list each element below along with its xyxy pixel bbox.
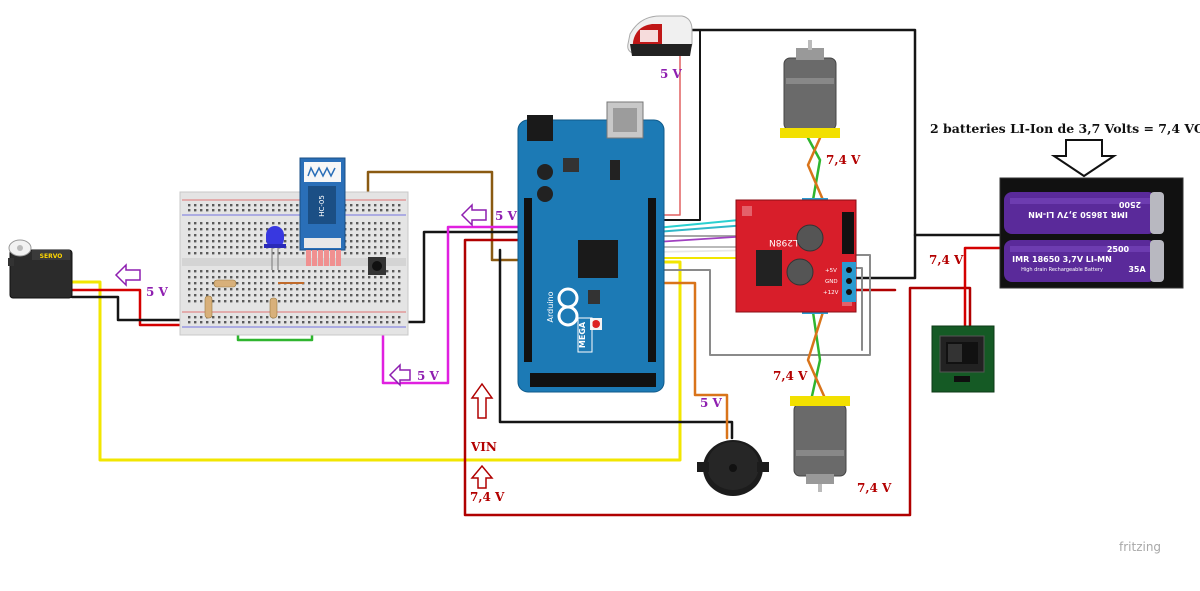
driver-pin-5v: +5V — [825, 268, 837, 274]
bluetooth-pins — [304, 238, 341, 266]
label-7v4-bottom-left: 7,4 V — [470, 490, 505, 504]
battery-pack: IMR 18650 3,7V LI-MN 2500 2500 IMR 18650… — [999, 177, 1184, 289]
led-blue — [264, 226, 286, 270]
buzzer — [697, 440, 769, 496]
label-7v4-bottom-right: 7,4 V — [857, 481, 892, 495]
arrow-left-servo — [114, 263, 141, 287]
resistor-1 — [213, 279, 237, 288]
wire-green-motor-bottom — [810, 310, 822, 398]
wire-orange-motor-bottom — [806, 310, 826, 398]
arduino-mega: Arduino MEGA — [517, 101, 665, 393]
wire-magenta-5v — [381, 225, 532, 385]
wire-black-buzzer — [498, 248, 734, 440]
battery-bottom-mah: 2500 — [1107, 245, 1130, 254]
resistor-2 — [204, 295, 213, 319]
driver-pin-12v: +12V — [823, 290, 839, 296]
driver-pin-gnd: GND — [825, 279, 838, 285]
label-5v-buzzer: 5 V — [700, 396, 722, 410]
label-5v-light: 5 V — [660, 67, 682, 81]
arrow-down-battery — [1050, 139, 1118, 178]
wire-orange-motor-top — [806, 136, 825, 202]
wire-darkred-vin — [463, 238, 972, 517]
battery-top-mah: 2500 — [1118, 200, 1141, 209]
front-light — [627, 15, 693, 56]
driver-label: L298N — [769, 237, 798, 247]
arrow-left-pink — [388, 363, 411, 387]
arrow-left-bt — [460, 203, 487, 227]
arrow-up-vin — [470, 382, 494, 419]
servo-label: SERVO — [40, 253, 63, 260]
fritzing-watermark: fritzing — [1119, 540, 1162, 554]
wire-orange-buzzer — [654, 281, 729, 440]
rocker-switch — [931, 325, 995, 393]
breadboard — [179, 191, 409, 336]
battery-bottom-amp: 35A — [1128, 265, 1146, 274]
wire-red-battery — [963, 246, 1002, 332]
arrow-up-vin-lower — [470, 464, 494, 489]
label-7v4-motor-top: 7,4 V — [826, 153, 861, 167]
battery-caption: 2 batteries LI-Ion de 3,7 Volts = 7,4 VO… — [930, 121, 1200, 136]
label-5v-servo: 5 V — [146, 285, 168, 299]
wire-red-servo-5v — [70, 288, 187, 327]
wire-black-servo-gnd — [70, 295, 187, 322]
battery-bottom-sub: High drain Rechargeable Battery — [1021, 267, 1103, 273]
resistor-3 — [269, 297, 278, 319]
label-7v4-battery: 7,4 V — [929, 253, 964, 267]
motor-top — [780, 40, 840, 214]
bluetooth-module: HC-05 — [299, 157, 346, 266]
wire-yellow-servo-signal — [70, 260, 682, 462]
servo-motor: SERVO — [8, 239, 73, 299]
arrows — [114, 139, 1118, 489]
wire-green-motor-top — [806, 136, 822, 202]
label-5v-pink: 5 V — [417, 369, 439, 383]
battery-bottom-brand: IMR 18650 3,7V LI-MN — [1012, 255, 1112, 264]
motor-bottom — [790, 298, 850, 492]
wire-gray-a — [655, 254, 871, 356]
arduino-brand: Arduino — [546, 291, 555, 322]
wire-black-light — [655, 29, 701, 221]
battery-top-brand: IMR 18650 3,7V LI-MN — [1028, 210, 1128, 219]
arduino-logo — [557, 287, 579, 327]
arduino-model: MEGA — [578, 321, 587, 348]
wire-black-breadboard-gnd — [386, 230, 532, 324]
label-7v4-motor-bottom: 7,4 V — [773, 369, 808, 383]
bluetooth-model-text: HC-05 — [318, 195, 326, 217]
label-vin: VIN — [471, 440, 497, 454]
arduino-model-badge: MEGA — [577, 317, 593, 353]
motor-driver-l298n: L298N +5V GND +12V — [735, 199, 857, 313]
label-5v-bluetooth: 5 V — [495, 209, 517, 223]
wire-black-top — [686, 28, 917, 280]
